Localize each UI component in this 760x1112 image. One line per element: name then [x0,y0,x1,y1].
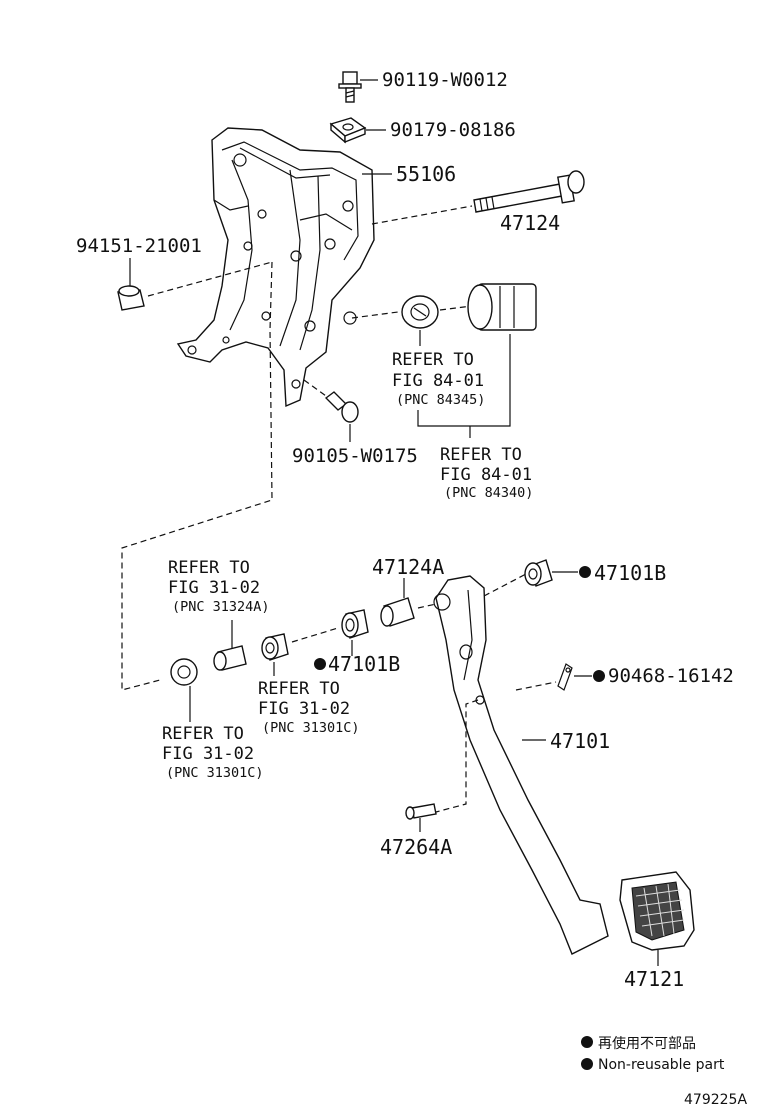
non-reusable-marker-90468 [593,670,605,682]
part-label-47121[interactable]: 47121 [624,967,684,991]
pedal-pad-47121-icon [619,871,695,951]
refer-84340-line1[interactable]: REFER TO [440,445,522,465]
stop-lamp-switch-84340-icon [467,283,537,331]
refer-31301C-left-line1[interactable]: REFER TO [162,724,244,744]
pedal-bracket-55106-icon [176,127,375,408]
refer-31301C-left-line3[interactable]: (PNC 31301C) [166,765,264,781]
bushing-31301C-left-icon [170,658,198,686]
part-label-47101[interactable]: 47101 [550,729,610,753]
bushing-31301C-mid-icon [261,633,289,661]
brake-pedal-arm-47101-icon [433,575,609,955]
clip-nut-90179-icon [329,117,367,144]
refer-31301C-mid-line1[interactable]: REFER TO [258,679,340,699]
part-label-47124[interactable]: 47124 [500,211,560,235]
part-label-90105[interactable]: 90105-W0175 [292,445,418,467]
legend-marker-en [581,1058,593,1070]
refer-84345-line3[interactable]: (PNC 84345) [396,392,485,408]
figure-number: 479225A [684,1092,747,1108]
part-label-90179[interactable]: 90179-08186 [390,119,516,141]
pivot-bolt-47124-icon [473,170,585,213]
collar-31324A-icon [213,645,247,671]
part-label-47101B-left[interactable]: 47101B [328,652,400,676]
refer-84340-line3[interactable]: (PNC 84340) [444,485,533,501]
nut-94151-icon [117,285,145,311]
legend-jp: 再使用不可部品 [598,1035,696,1052]
refer-84340-line2[interactable]: FIG 84-01 [440,465,532,485]
switch-clip-84345-icon [401,295,439,329]
bushing-47101B-right-icon [524,559,553,587]
part-label-55106[interactable]: 55106 [396,162,456,186]
part-label-90468[interactable]: 90468-16142 [608,665,734,687]
refer-31324A-line1[interactable]: REFER TO [168,558,250,578]
refer-84345-line1[interactable]: REFER TO [392,350,474,370]
refer-31301C-mid-line3[interactable]: (PNC 31301C) [262,720,360,736]
refer-31301C-left-line2[interactable]: FIG 31-02 [162,744,254,764]
non-reusable-marker-right [579,566,591,578]
bushing-47101B-left-icon [341,609,369,639]
bolt-90105-icon [324,391,359,423]
refer-31324A-line3[interactable]: (PNC 31324A) [172,599,270,615]
part-label-47101B-right[interactable]: 47101B [594,561,666,585]
legend-marker-jp [581,1036,593,1048]
refer-31301C-mid-line2[interactable]: FIG 31-02 [258,699,350,719]
non-reusable-marker-left [314,658,326,670]
clip-90468-icon [557,663,573,691]
collar-47124A-icon [380,597,415,627]
bolt-90119-icon [338,71,362,103]
legend-en: Non-reusable part [598,1057,725,1073]
pin-47264A-icon [405,803,437,820]
part-label-94151[interactable]: 94151-21001 [76,235,202,257]
part-label-47124A[interactable]: 47124A [372,555,444,579]
refer-84345-line2[interactable]: FIG 84-01 [392,371,484,391]
part-label-47264A[interactable]: 47264A [380,835,452,859]
refer-31324A-line2[interactable]: FIG 31-02 [168,578,260,598]
part-label-90119[interactable]: 90119-W0012 [382,69,508,91]
legend: 再使用不可部品 Non-reusable part [581,1035,725,1073]
